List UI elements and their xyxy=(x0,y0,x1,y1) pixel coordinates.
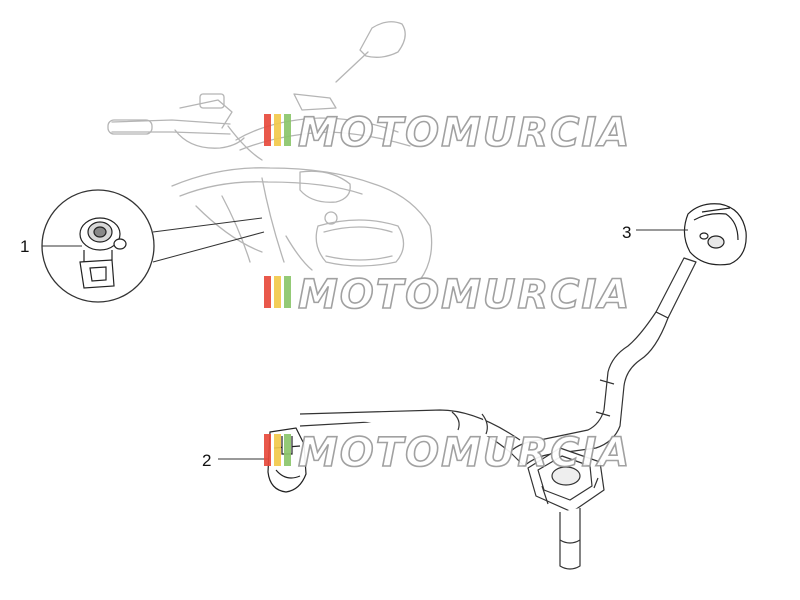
handlebar-assembly xyxy=(299,257,697,570)
watermark-stripe-red xyxy=(264,276,271,308)
watermark-stripe-green xyxy=(284,434,291,466)
watermark-text: MOTOMURCIA xyxy=(298,272,631,318)
watermark-stripe-yellow xyxy=(274,434,281,466)
switch-part-1 xyxy=(79,217,127,289)
leader-lines xyxy=(42,229,688,460)
watermark-stripe-yellow xyxy=(274,114,281,146)
watermark-stripe-green xyxy=(284,276,291,308)
watermark-stripe-red xyxy=(264,434,271,466)
watermark-text: MOTOMURCIA xyxy=(298,430,631,476)
watermark-middle: MOTOMURCIA xyxy=(264,271,631,319)
watermark-bottom: MOTOMURCIA xyxy=(264,429,631,477)
callout-1: 1 xyxy=(20,237,29,256)
watermark-stripe-yellow xyxy=(274,276,281,308)
watermark-top: MOTOMURCIA xyxy=(264,109,631,157)
switch-part-3 xyxy=(683,203,747,266)
watermark-stripe-red xyxy=(264,114,271,146)
callout-2: 2 xyxy=(202,451,211,470)
watermark-text: MOTOMURCIA xyxy=(298,110,631,156)
watermark-stripe-green xyxy=(284,114,291,146)
scooter-front-ghost xyxy=(107,21,433,281)
callout-3: 3 xyxy=(622,223,631,242)
detail-circle-part-1 xyxy=(41,189,265,303)
